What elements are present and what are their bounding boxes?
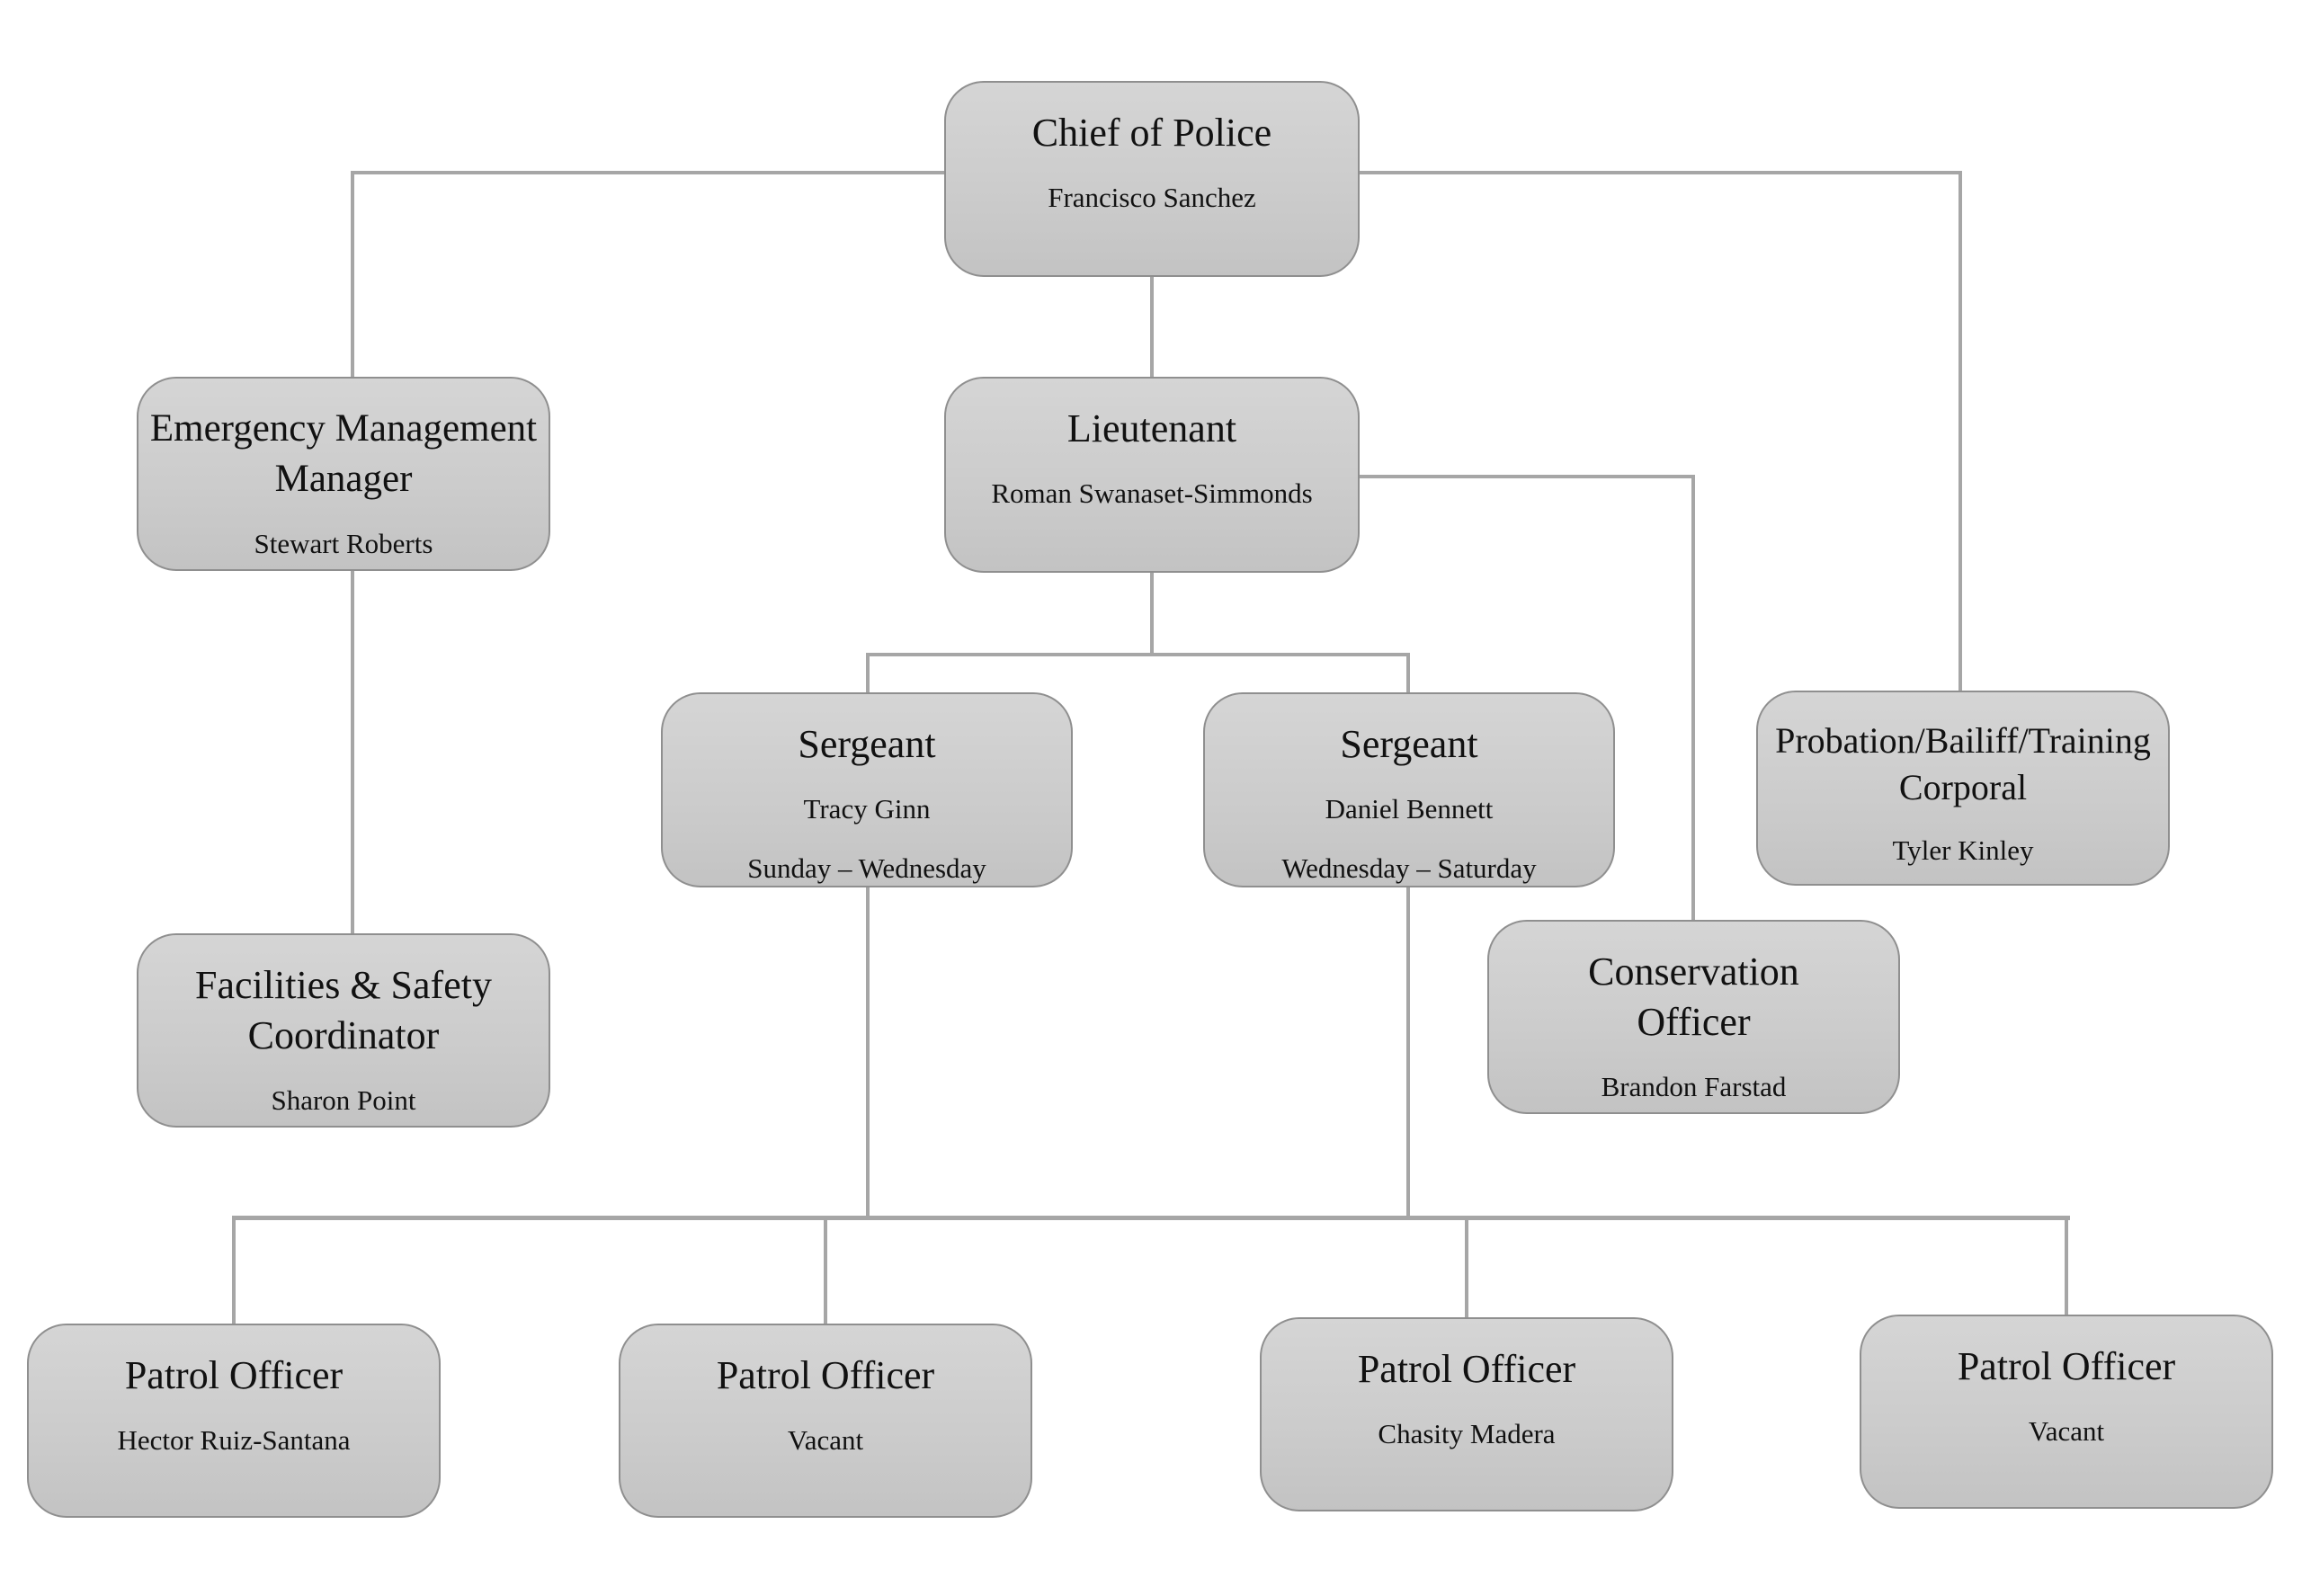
role-title: Lieutenant xyxy=(1066,406,1237,450)
connector-sergeant-1-down xyxy=(866,886,870,1217)
person-name: Tracy Ginn xyxy=(803,793,931,825)
person-name: Brandon Farstad xyxy=(1601,1071,1787,1102)
org-node-sergeant-2: Sergeant Daniel Bennett Wednesday – Satu… xyxy=(1203,692,1615,887)
org-node-chief-of-police: Chief of Police Francisco Sanchez xyxy=(944,81,1360,277)
connector-to-sergeant-2 xyxy=(1406,653,1410,694)
person-name: Vacant xyxy=(2028,1415,2105,1447)
role-title: Probation/Bailiff/Training Corporal xyxy=(1775,720,2151,807)
person-name: Roman Swanaset-Simmonds xyxy=(991,477,1313,509)
person-name: Chasity Madera xyxy=(1378,1418,1556,1449)
connector-emergency-manager-to-facilities xyxy=(351,569,354,933)
connector-lieutenant-down xyxy=(1150,571,1154,655)
role-title: Emergency Management Manager xyxy=(149,407,538,500)
role-title: Sergeant xyxy=(1340,722,1478,766)
shift-schedule: Sunday – Wednesday xyxy=(747,852,986,884)
connector-lieutenant-right-horizontal xyxy=(1360,475,1695,478)
connector-to-conservation-officer xyxy=(1691,475,1695,920)
org-node-probation-bailiff-training-corporal: Probation/Bailiff/Training Corporal Tyle… xyxy=(1756,691,2170,886)
person-name: Tyler Kinley xyxy=(1892,834,2034,866)
role-title: Conservation Officer xyxy=(1588,950,1799,1044)
shift-schedule: Wednesday – Saturday xyxy=(1281,852,1537,884)
role-title: Patrol Officer xyxy=(716,1353,935,1397)
org-node-sergeant-1: Sergeant Tracy Ginn Sunday – Wednesday xyxy=(661,692,1073,887)
connector-to-patrol-1 xyxy=(232,1218,236,1324)
person-name: Francisco Sanchez xyxy=(1048,182,1256,213)
connector-to-patrol-2 xyxy=(824,1218,827,1324)
org-node-conservation-officer: Conservation Officer Brandon Farstad xyxy=(1487,920,1900,1114)
connector-to-patrol-3 xyxy=(1465,1218,1468,1317)
connector-patrol-horizontal xyxy=(232,1216,2070,1220)
org-node-patrol-officer-3: Patrol Officer Chasity Madera xyxy=(1260,1317,1673,1511)
org-node-patrol-officer-1: Patrol Officer Hector Ruiz-Santana xyxy=(27,1324,441,1518)
org-node-patrol-officer-2: Patrol Officer Vacant xyxy=(619,1324,1032,1518)
connector-chief-left-horizontal xyxy=(351,171,944,174)
connector-chief-to-emergency-manager xyxy=(351,171,354,377)
org-node-patrol-officer-4: Patrol Officer Vacant xyxy=(1860,1315,2273,1509)
connector-chief-right-horizontal xyxy=(1360,171,1962,174)
org-node-lieutenant: Lieutenant Roman Swanaset-Simmonds xyxy=(944,377,1360,573)
role-title: Facilities & Safety Coordinator xyxy=(195,963,492,1057)
person-name: Sharon Point xyxy=(271,1084,416,1116)
person-name: Stewart Roberts xyxy=(254,528,433,559)
person-name: Daniel Bennett xyxy=(1325,793,1494,825)
person-name: Hector Ruiz-Santana xyxy=(117,1424,351,1456)
role-title: Chief of Police xyxy=(1031,111,1272,155)
connector-chief-to-lieutenant xyxy=(1150,275,1154,377)
role-title: Patrol Officer xyxy=(1357,1347,1576,1391)
connector-lieutenant-sergeants-horizontal xyxy=(866,653,1410,656)
role-title: Patrol Officer xyxy=(124,1353,344,1397)
connector-chief-to-probation-corporal xyxy=(1958,171,1962,691)
role-title: Sergeant xyxy=(798,722,936,766)
connector-sergeant-2-down xyxy=(1406,886,1410,1217)
person-name: Vacant xyxy=(787,1424,864,1456)
role-title: Patrol Officer xyxy=(1957,1344,2176,1388)
connector-to-patrol-4 xyxy=(2065,1218,2068,1315)
connector-to-sergeant-1 xyxy=(866,653,870,694)
org-node-emergency-management-manager: Emergency Management Manager Stewart Rob… xyxy=(137,377,550,571)
org-node-facilities-safety-coordinator: Facilities & Safety Coordinator Sharon P… xyxy=(137,933,550,1128)
